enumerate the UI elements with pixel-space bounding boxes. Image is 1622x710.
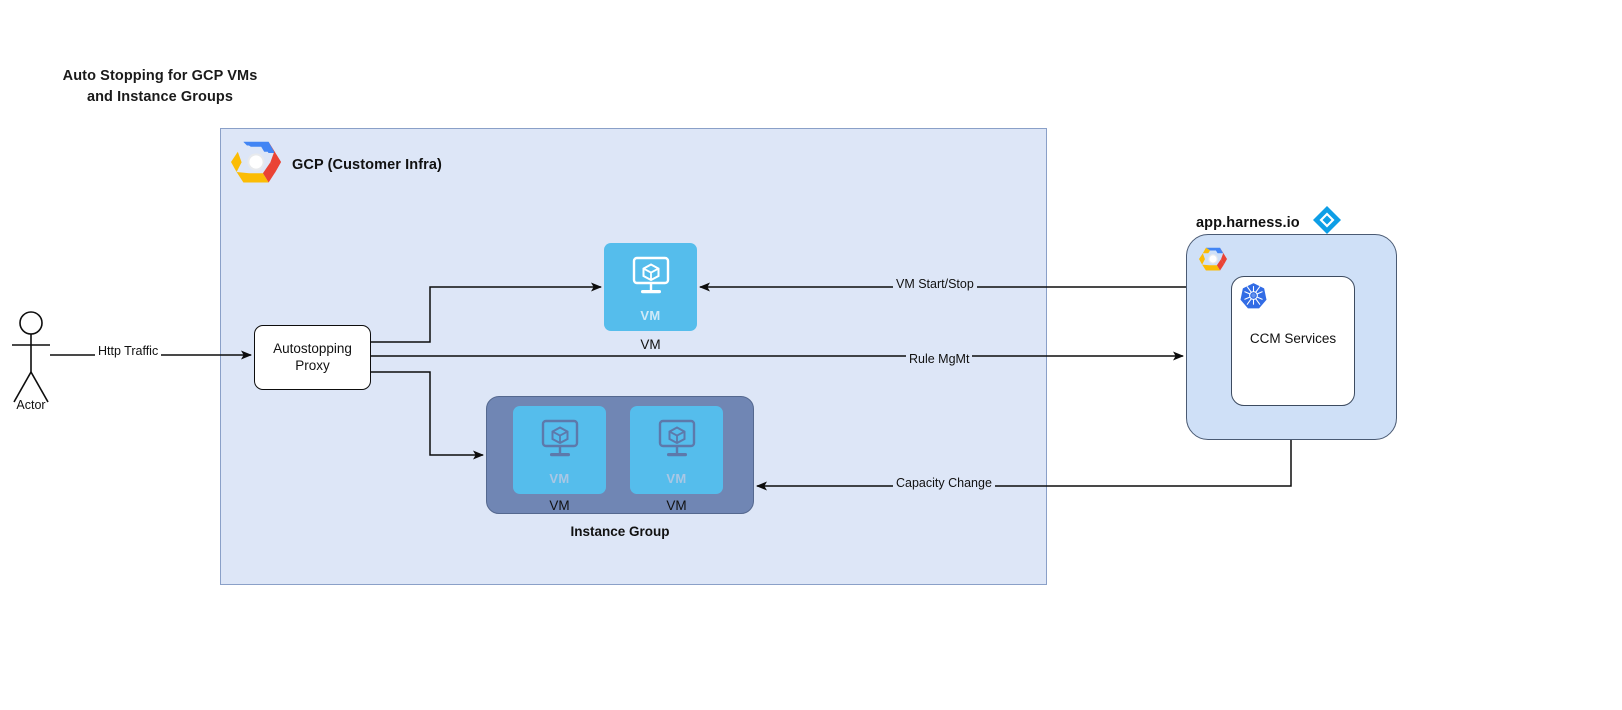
vm-standalone-tile: VM — [604, 243, 697, 331]
instance-group-vm-2-tile-label: VM — [666, 471, 687, 486]
ccm-services-label: CCM Services — [1249, 331, 1337, 346]
actor-label: Actor — [16, 398, 46, 412]
connection-label-http-traffic: Http Traffic — [95, 344, 162, 358]
instance-group-vm-1-caption: VM — [549, 498, 570, 513]
autostopping-proxy-node: Autostopping Proxy — [254, 325, 371, 390]
diagram-title-line2: and Instance Groups — [86, 89, 234, 106]
instance-group-vm-2-tile: VM — [630, 406, 723, 494]
vm-monitor-cube-icon — [654, 418, 700, 467]
gcp-container-label: GCP (Customer Infra) — [292, 156, 442, 173]
instance-group-vm-1-tile: VM — [513, 406, 606, 494]
gcp-container-header: GCP (Customer Infra) — [231, 140, 442, 189]
actor — [0, 310, 62, 414]
autostopping-proxy-label-line2: Proxy — [295, 357, 330, 373]
instance-group-vm-1-tile-label: VM — [549, 471, 570, 486]
harness-label: app.harness.io — [1196, 214, 1300, 231]
vm-standalone-tile-label: VM — [640, 308, 661, 323]
harness-header: app.harness.io — [1196, 205, 1342, 240]
vm-monitor-cube-icon — [537, 418, 583, 467]
instance-group-vm-2-caption: VM — [666, 498, 687, 513]
connection-label-vm-start-stop: VM Start/Stop — [893, 277, 977, 291]
harness-diamond-logo — [1312, 205, 1342, 240]
diagram-title-line1: Auto Stopping for GCP VMs — [62, 68, 258, 84]
connection-label-capacity-change: Capacity Change — [893, 476, 995, 490]
diagram-title: Auto Stopping for GCP VMs and Instance G… — [40, 66, 280, 108]
autostopping-proxy-label-line1: Autostopping — [273, 341, 352, 357]
instance-group-title: Instance Group — [570, 524, 670, 539]
vm-standalone-caption: VM — [640, 337, 661, 352]
gcp-hexagon-logo — [231, 140, 281, 189]
kubernetes-helm-logo — [1240, 282, 1267, 314]
stick-figure-actor-icon — [12, 311, 50, 403]
vm-monitor-cube-icon — [628, 255, 674, 304]
gcp-hexagon-logo — [1199, 246, 1227, 277]
connection-label-rule-mgmt: Rule MgMt — [906, 352, 973, 366]
